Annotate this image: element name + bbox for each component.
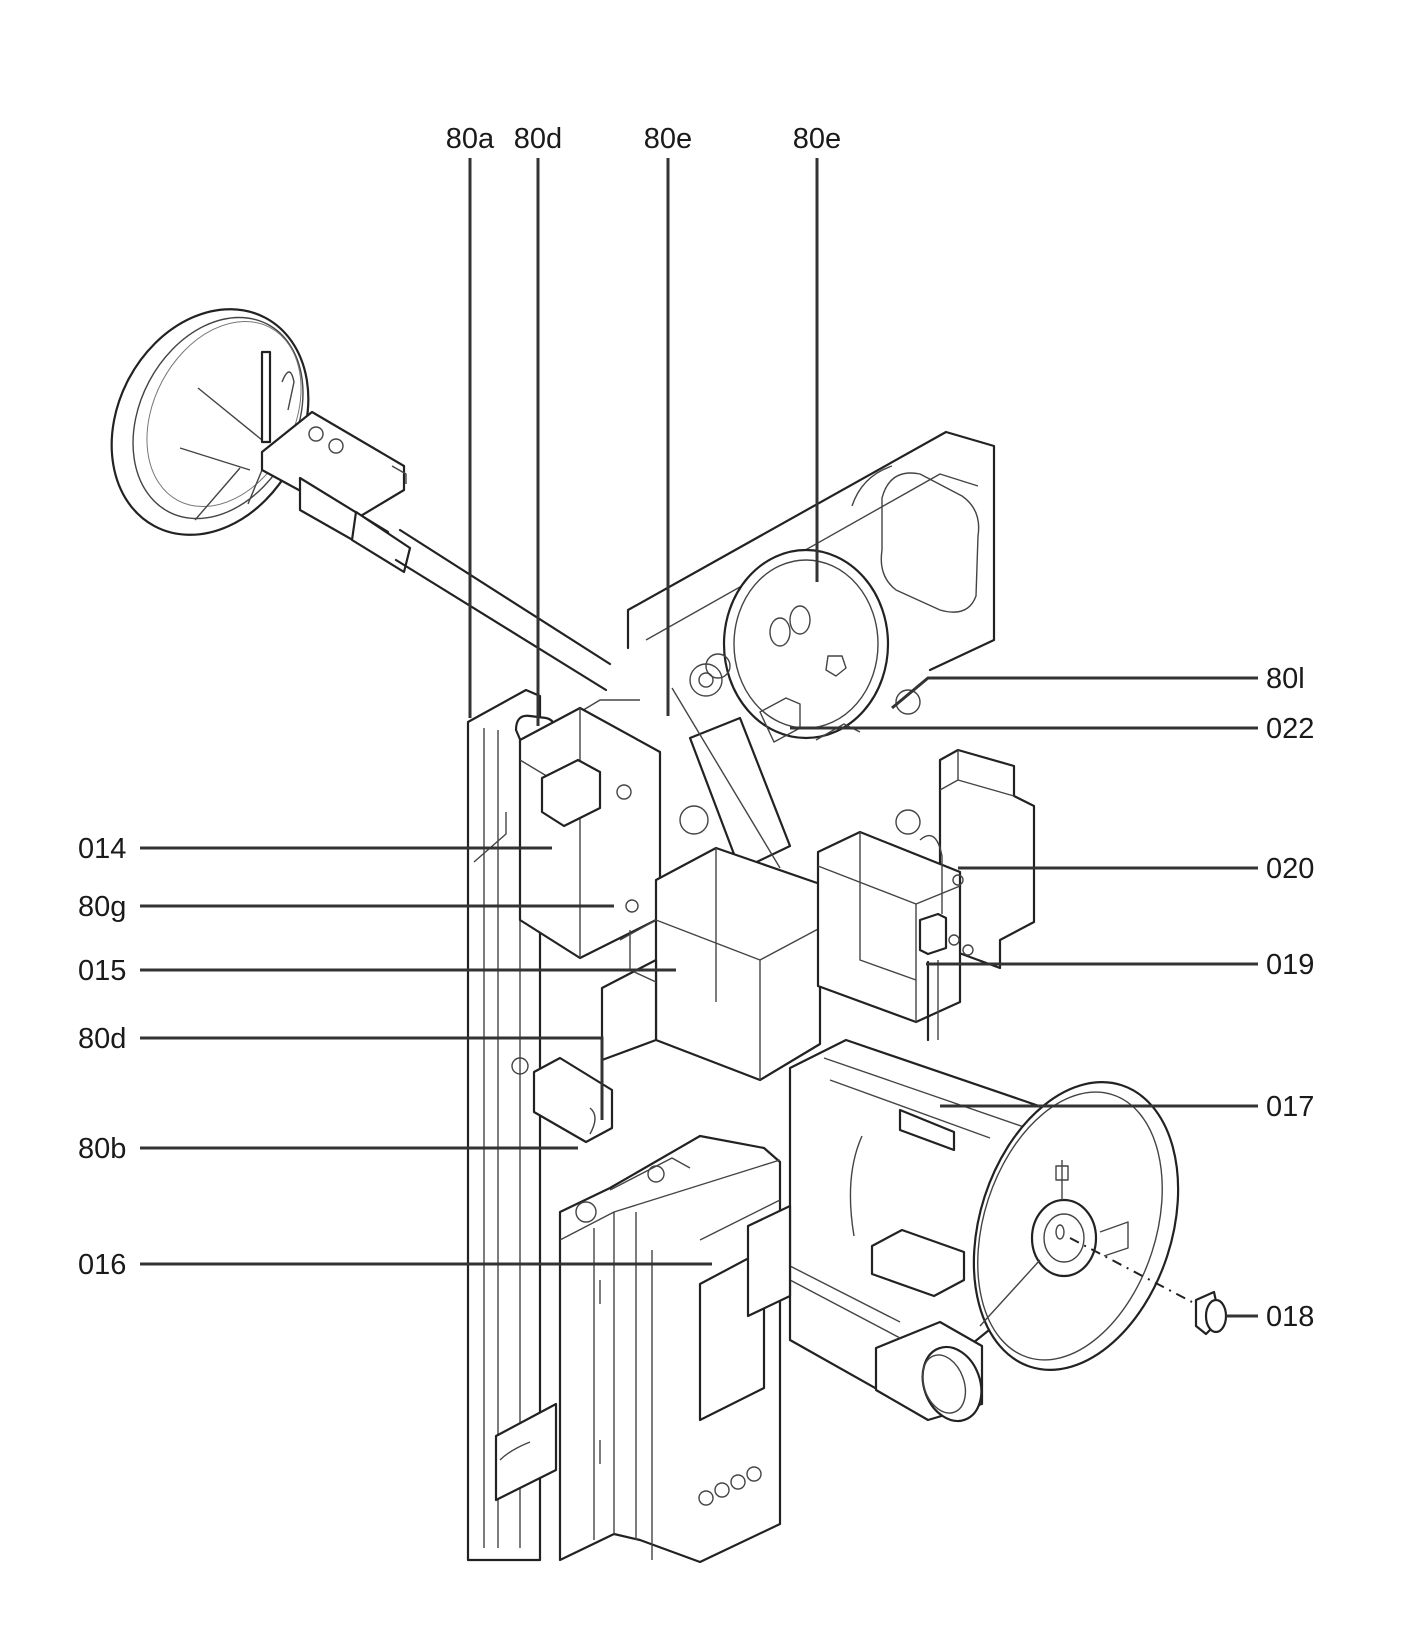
callout-80g: 80g bbox=[78, 891, 126, 923]
callout-80d-top: 80d bbox=[514, 123, 562, 155]
callout-80a: 80a bbox=[446, 123, 495, 155]
mounting-bracket bbox=[511, 1056, 614, 1144]
burner-control-box bbox=[600, 846, 822, 1082]
callout-80d-left: 80d bbox=[78, 1023, 126, 1055]
callout-022: 022 bbox=[1266, 713, 1314, 745]
top-callouts: 80a 80d 80e 80e bbox=[446, 123, 841, 155]
callout-80b: 80b bbox=[78, 1133, 126, 1165]
burner-head bbox=[110, 308, 612, 692]
right-callouts: 80l 022 020 019 017 018 bbox=[1266, 663, 1314, 1333]
callout-015: 015 bbox=[78, 955, 126, 987]
callout-80e-left: 80e bbox=[644, 123, 692, 155]
callout-017: 017 bbox=[1266, 1091, 1314, 1123]
screw bbox=[1069, 1237, 1228, 1336]
callout-014: 014 bbox=[78, 833, 126, 865]
callout-80e-right: 80e bbox=[793, 123, 841, 155]
callout-016: 016 bbox=[78, 1249, 126, 1281]
left-callouts: 014 80g 015 80d 80b 016 bbox=[78, 833, 126, 1281]
callout-020: 020 bbox=[1266, 853, 1314, 885]
leader-lines bbox=[140, 158, 1258, 1318]
callout-019: 019 bbox=[1266, 949, 1314, 981]
callout-80l: 80l bbox=[1266, 663, 1305, 695]
control-unit bbox=[558, 1134, 792, 1564]
leader-80l bbox=[891, 676, 1258, 710]
air-damper bbox=[671, 663, 861, 872]
ignition-transformer bbox=[473, 706, 662, 960]
gas-valve bbox=[816, 748, 1036, 1042]
leader-80d-left bbox=[140, 1036, 604, 1120]
callout-018: 018 bbox=[1266, 1301, 1314, 1333]
fan-motor bbox=[788, 1038, 1180, 1423]
